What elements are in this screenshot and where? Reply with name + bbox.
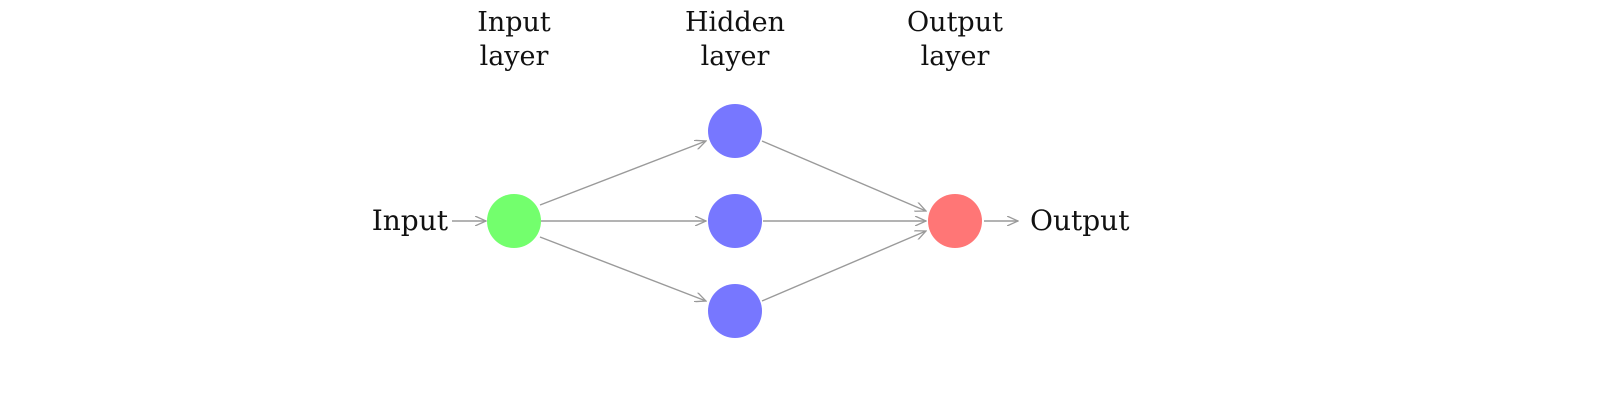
edge-input-to-hidden-1 (539, 141, 706, 206)
edge-input-to-hidden-3 (539, 236, 706, 301)
hidden-node-1 (708, 104, 762, 158)
edge-hidden-3-to-output (761, 231, 926, 302)
hidden-layer-title-line-2: layer (700, 41, 770, 72)
hidden-layer-title-line-1: Hidden (684, 7, 786, 38)
output-layer-title-line-1: Output (907, 7, 1003, 38)
nodes-group (487, 104, 982, 338)
input-layer-title-line-1: Input (477, 7, 551, 38)
input-layer-title: Input layer (434, 6, 594, 74)
hidden-layer-title: Hidden layer (655, 6, 815, 74)
input-layer-title-line-2: layer (479, 41, 549, 72)
output-layer-title-line-2: layer (920, 41, 990, 72)
hidden-node-2 (708, 194, 762, 248)
input-io-label: Input (371, 204, 448, 237)
input-node (487, 194, 541, 248)
output-node (928, 194, 982, 248)
edge-hidden-1-to-output (761, 140, 926, 211)
edges-group (452, 141, 1018, 301)
output-layer-title: Output layer (875, 6, 1035, 74)
hidden-node-3 (708, 284, 762, 338)
output-io-label: Output (1030, 204, 1130, 237)
